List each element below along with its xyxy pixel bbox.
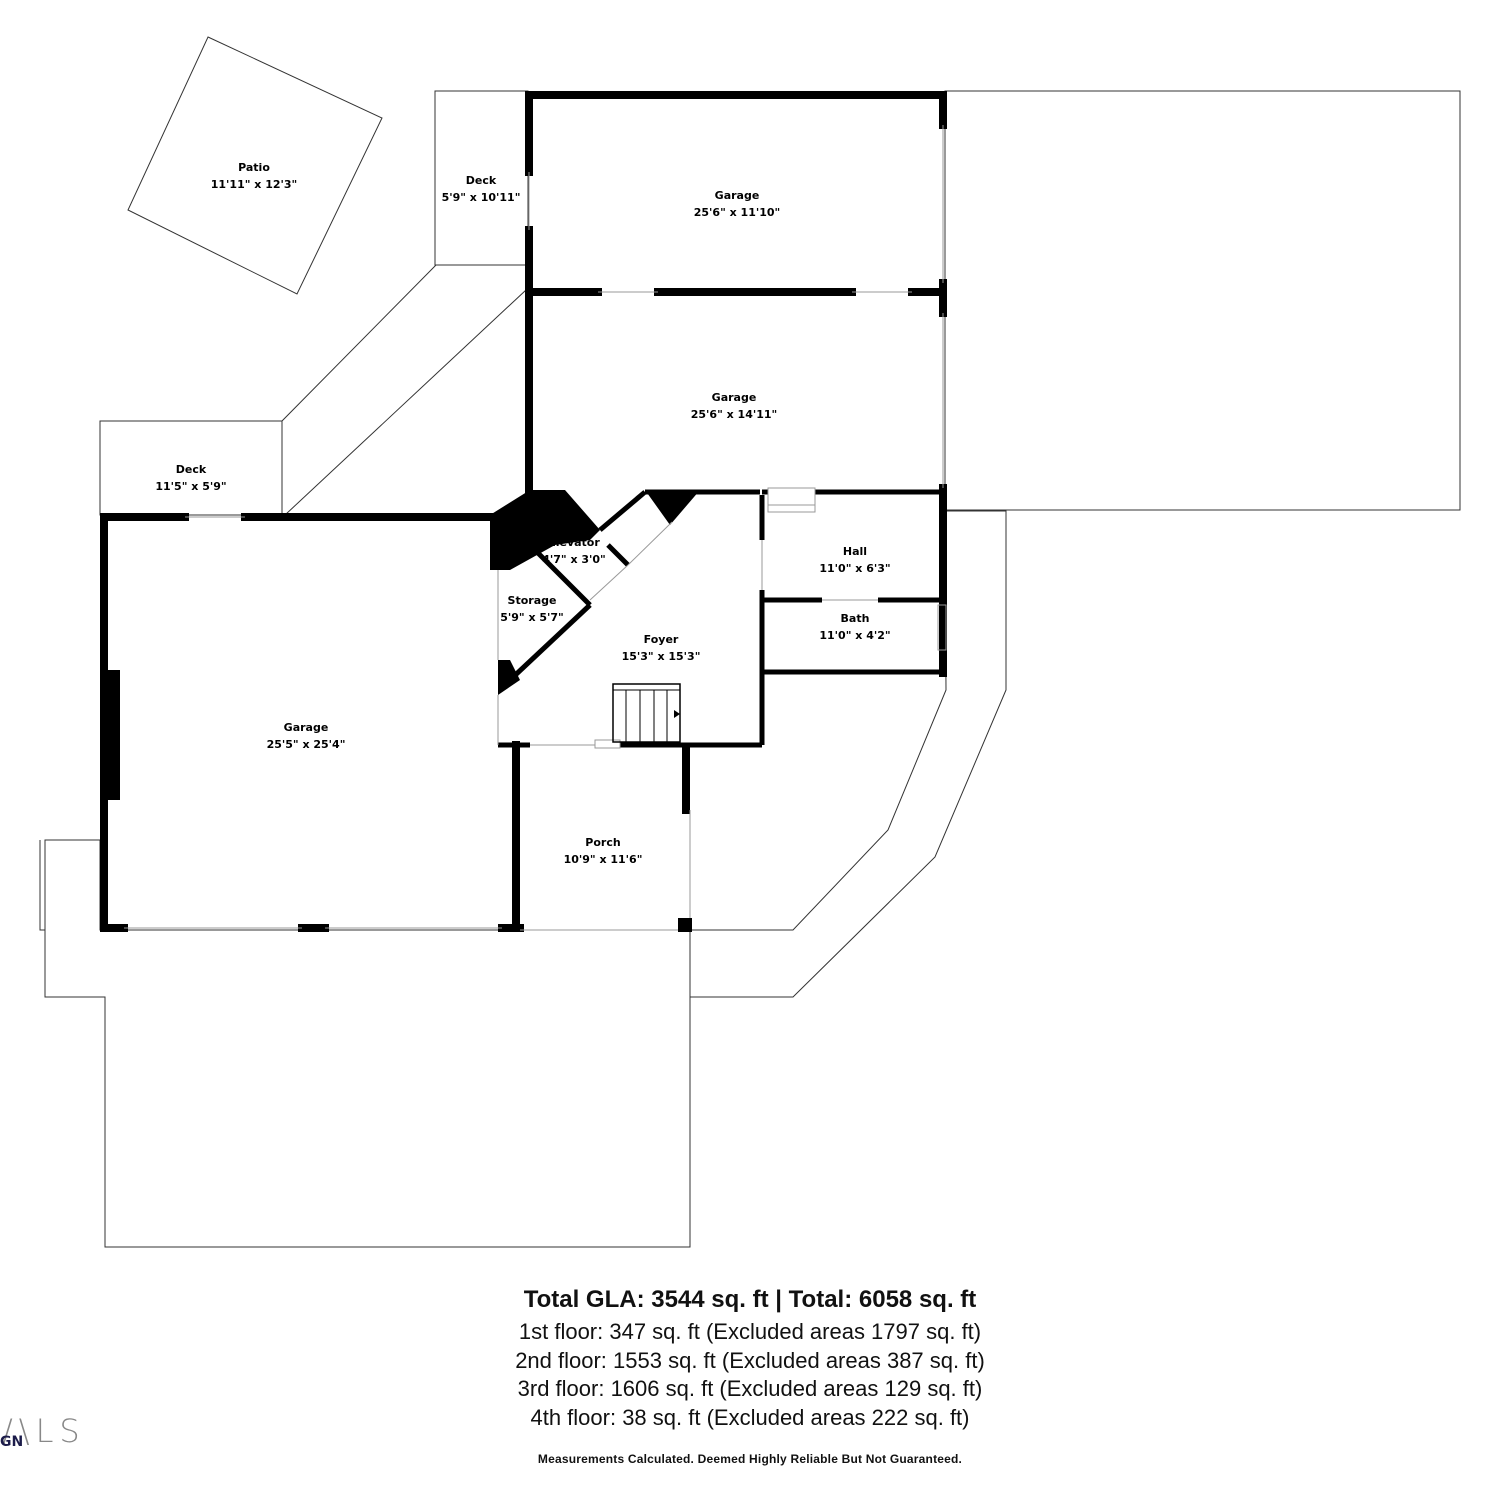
room-label-garage-main: Garage 25'5" x 25'4" xyxy=(267,721,346,751)
svg-text:4'7" x 3'0": 4'7" x 3'0" xyxy=(542,553,606,566)
svg-text:5'9" x 10'11": 5'9" x 10'11" xyxy=(442,191,521,204)
room-label-hall: Hall 11'0" x 6'3" xyxy=(819,545,890,575)
svg-text:11'11" x 12'3": 11'11" x 12'3" xyxy=(211,178,298,191)
room-label-garage-middle: Garage 25'6" x 14'11" xyxy=(691,391,778,421)
svg-text:25'5" x 25'4": 25'5" x 25'4" xyxy=(267,738,346,751)
floor-plan: Patio 11'11" x 12'3" Deck 5'9" x 10'11" Ga… xyxy=(39,36,1461,1248)
disclaimer: Measurements Calculated. Deemed Highly R… xyxy=(537,1452,963,1466)
main-garage-walls xyxy=(100,513,524,932)
svg-text:Hall: Hall xyxy=(843,545,867,558)
floor-area-2nd: 2nd floor: 1553 sq. ft (Excluded areas 3… xyxy=(515,1347,985,1373)
room-label-deck-lower: Deck 11'5" x 5'9" xyxy=(155,463,226,493)
side-path-outline xyxy=(689,510,1007,998)
room-label-patio: Patio 11'11" x 12'3" xyxy=(211,161,298,191)
patio-outline xyxy=(127,36,383,295)
total-area-heading: Total GLA: 3544 sq. ft | Total: 6058 sq.… xyxy=(523,1286,977,1313)
walkway-outline xyxy=(281,264,527,516)
hall-bath-walls xyxy=(762,487,947,675)
brand-logo: /\LS GN xyxy=(0,1412,80,1452)
room-label-garage-upper: Garage 25'6" x 11'10" xyxy=(694,189,781,219)
lower-drive-outline xyxy=(44,839,691,1248)
svg-text:Foyer: Foyer xyxy=(644,633,679,646)
core-walls xyxy=(490,489,765,749)
svg-text:Garage: Garage xyxy=(715,189,760,202)
svg-text:Storage: Storage xyxy=(508,594,557,607)
svg-text:Garage: Garage xyxy=(284,721,329,734)
room-label-bath: Bath 11'0" x 4'2" xyxy=(819,612,890,642)
svg-text:11'5" x 5'9": 11'5" x 5'9" xyxy=(155,480,226,493)
deck-lower-outline xyxy=(99,420,283,516)
svg-text:Deck: Deck xyxy=(176,463,207,476)
floor-area-4th: 4th floor: 38 sq. ft (Excluded areas 222… xyxy=(530,1404,970,1430)
svg-text:Elevator: Elevator xyxy=(548,536,600,549)
room-label-deck-upper: Deck 5'9" x 10'11" xyxy=(442,174,521,204)
stairs xyxy=(612,683,681,743)
room-label-porch: Porch 10'9" x 11'6" xyxy=(564,836,643,866)
logo-sub: GN xyxy=(0,1434,24,1450)
logo-mark: /\LS xyxy=(2,1412,86,1450)
svg-text:Patio: Patio xyxy=(238,161,270,174)
room-label-storage: Storage 5'9" x 5'7" xyxy=(500,594,564,624)
lower-drive-lip xyxy=(39,840,45,931)
svg-text:25'6" x 11'10": 25'6" x 11'10" xyxy=(694,206,781,219)
svg-text:10'9" x 11'6": 10'9" x 11'6" xyxy=(564,853,643,866)
driveway-outline xyxy=(944,90,1461,511)
svg-text:Porch: Porch xyxy=(585,836,620,849)
svg-text:15'3" x 15'3": 15'3" x 15'3" xyxy=(622,650,701,663)
svg-text:11'0" x 4'2": 11'0" x 4'2" xyxy=(819,629,890,642)
upper-garage-walls xyxy=(525,91,947,677)
svg-text:11'0" x 6'3": 11'0" x 6'3" xyxy=(819,562,890,575)
svg-text:Garage: Garage xyxy=(712,391,757,404)
floor-area-1st: 1st floor: 347 sq. ft (Excluded areas 17… xyxy=(518,1319,982,1344)
porch-walls xyxy=(520,744,692,932)
svg-text:Deck: Deck xyxy=(466,174,497,187)
svg-text:Bath: Bath xyxy=(841,612,870,625)
floor-area-list: 1st floor: 347 sq. ft (Excluded areas 17… xyxy=(0,1318,1500,1432)
svg-text:5'9" x 5'7": 5'9" x 5'7" xyxy=(500,611,564,624)
room-label-foyer: Foyer 15'3" x 15'3" xyxy=(622,633,701,663)
room-label-elevator: Elevator 4'7" x 3'0" xyxy=(542,536,606,566)
floor-area-3rd: 3rd floor: 1606 sq. ft (Excluded areas 1… xyxy=(517,1376,983,1401)
svg-text:25'6" x 14'11": 25'6" x 14'11" xyxy=(691,408,778,421)
